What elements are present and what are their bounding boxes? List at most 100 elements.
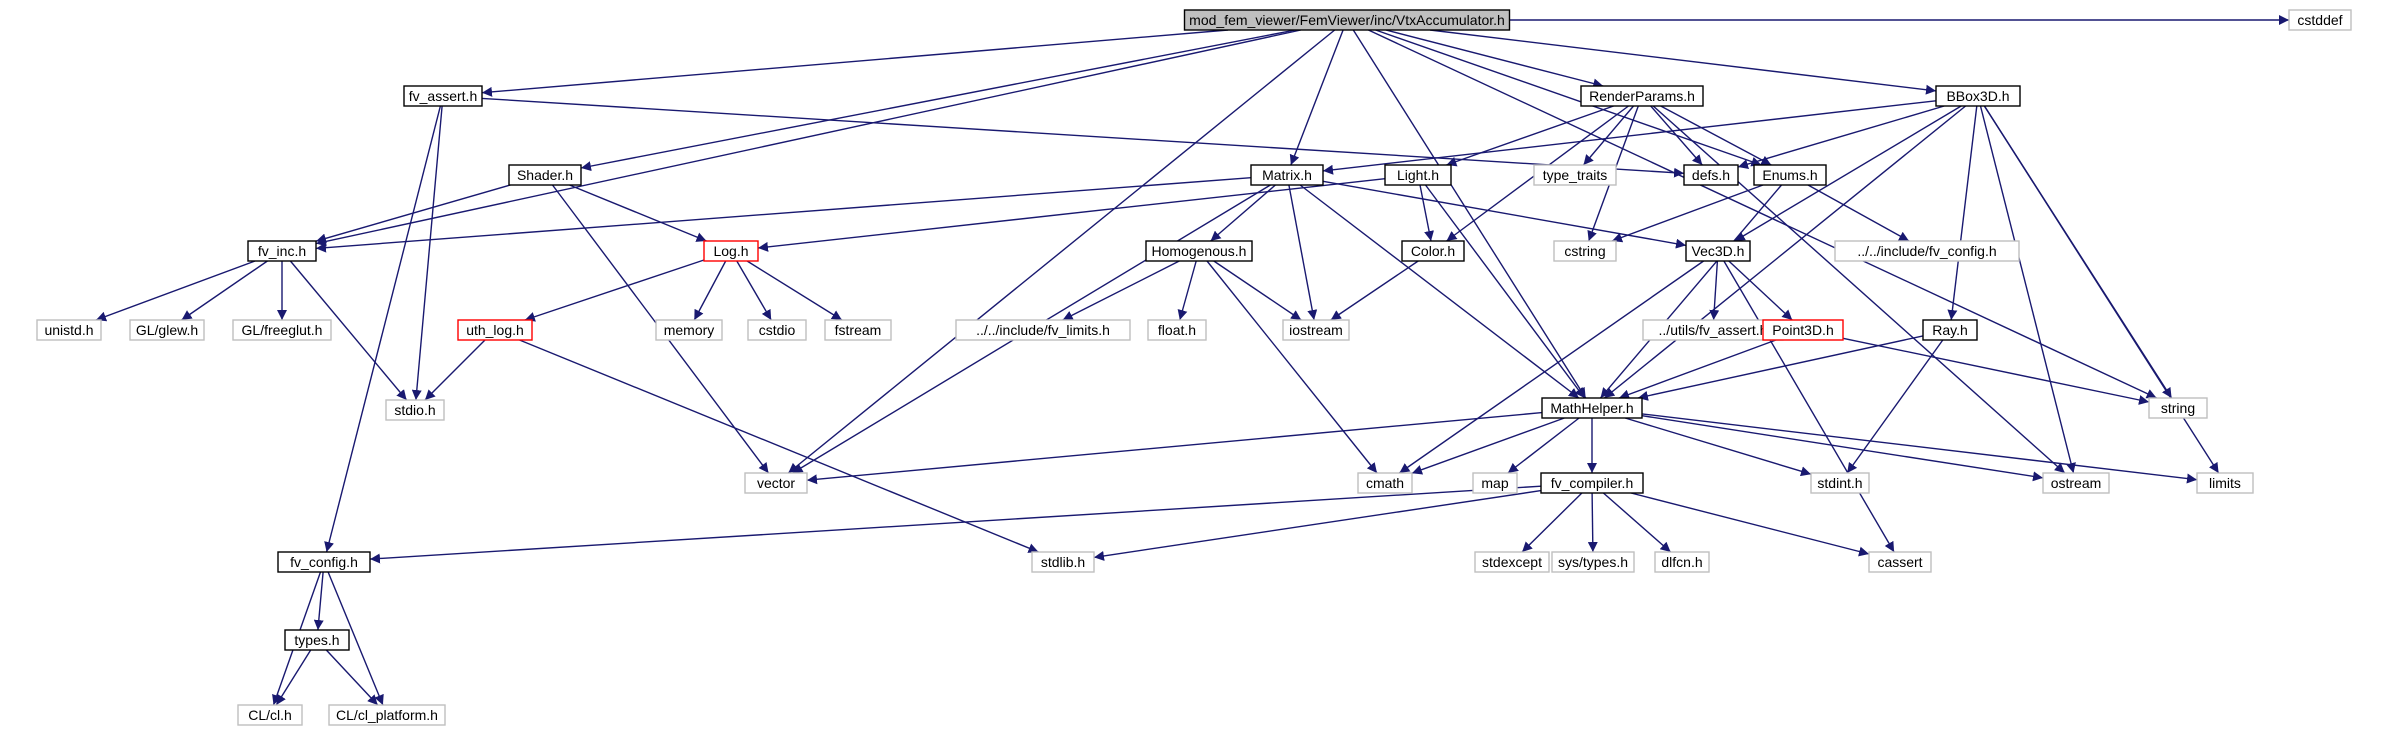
node-box [237,704,303,726]
edge-light-to-mathhelper [1424,184,1586,399]
edge-vec3d-to-utils_fv_assert [1709,260,1720,321]
node-shader[interactable]: Shader.h [508,164,582,186]
node-fv-limits: ../../include/fv_limits.h [955,319,1131,341]
node-label: defs.h [1692,167,1730,183]
node-label: stdint.h [1817,475,1862,491]
node-box [1384,164,1452,186]
node-label: Point3D.h [1772,322,1833,338]
node-mathhelper[interactable]: MathHelper.h [1541,397,1643,419]
node-box [1145,240,1253,262]
node-box [1551,551,1635,573]
edge-fv_assert-to-stdio [411,105,443,401]
edge-root-to-bbox3d [1429,29,1937,95]
node-root[interactable]: mod_fem_viewer/FemViewer/inc/VtxAccumula… [1183,9,1511,31]
node-box [1762,319,1844,341]
edge-ray-to-stdint [1846,339,1944,474]
node-defs[interactable]: defs.h [1683,164,1739,186]
node-box [1533,164,1617,186]
node-box [1553,240,1617,262]
edge-root-to-fv_assert [481,29,1229,97]
node-log[interactable]: Log.h [703,240,759,262]
node-matrix[interactable]: Matrix.h [1250,164,1324,186]
node-label: Shader.h [517,167,573,183]
node-ray[interactable]: Ray.h [1922,319,1978,341]
edge-log-to-cstdio [736,260,772,321]
node-box [1357,472,1413,494]
edge-renderparams-to-defs [1650,105,1703,166]
node-box [824,319,892,341]
node-box [1922,319,1978,341]
edge-matrix-to-iostream [1288,184,1318,321]
edge-root-to-shader [580,29,1296,172]
node-label: fv_compiler.h [1551,475,1633,491]
node-fv-assert[interactable]: fv_assert.h [403,85,483,107]
node-box [284,629,350,651]
node-color[interactable]: Color.h [1401,240,1465,262]
node-box [1401,240,1465,262]
node-utils-fv-assert: ../utils/fv_assert.h [1642,319,1784,341]
node-label: dlfcn.h [1661,554,1702,570]
node-uth-log[interactable]: uth_log.h [457,319,533,341]
node-light[interactable]: Light.h [1384,164,1452,186]
nodes-layer: mod_fem_viewer/FemViewer/inc/VtxAccumula… [36,9,2352,726]
node-label: ../../include/fv_limits.h [976,322,1110,338]
node-label: memory [664,322,715,338]
node-fv-compiler[interactable]: fv_compiler.h [1540,472,1644,494]
edge-fv_inc-to-unistd [95,260,256,322]
node-box [385,399,445,421]
node-point3d[interactable]: Point3D.h [1762,319,1844,341]
node-cl: CL/cl.h [237,704,303,726]
edge-log-to-memory [693,260,727,321]
node-fv-inc[interactable]: fv_inc.h [247,240,317,262]
node-box [1540,472,1644,494]
edge-fv_assert-to-defs [481,97,1685,178]
node-label: Color.h [1411,243,1455,259]
edge-homogenous-to-cmath [1206,260,1378,474]
node-box [2042,472,2110,494]
node-memory: memory [655,319,723,341]
node-label: ../../include/fv_config.h [1857,243,1996,259]
node-label: stdlib.h [1041,554,1085,570]
node-bbox3d[interactable]: BBox3D.h [1935,85,2021,107]
edges-layer [95,15,2289,706]
node-box [703,240,759,262]
node-label: fv_inc.h [258,243,306,259]
node-dlfcn: dlfcn.h [1654,551,1710,573]
edge-homogenous-to-fv_limits [1062,260,1180,321]
node-homogenous[interactable]: Homogenous.h [1145,240,1253,262]
node-box [1834,240,2020,262]
edge-vec3d-to-cassert [1723,260,1895,553]
node-vector: vector [744,472,808,494]
node-box [1580,85,1704,107]
node-box [744,472,808,494]
edge-bbox3d-to-ostream [1979,105,2076,474]
edge-shader-to-log [569,184,707,242]
edge-mathhelper-to-stdint [1624,417,1812,477]
node-label: fv_assert.h [409,88,477,104]
edge-log-to-uth_log [524,259,705,322]
node-stdexcept: stdexcept [1474,551,1550,573]
node-box [1810,472,1870,494]
edge-renderparams-to-type_traits [1582,105,1635,166]
node-vec3d[interactable]: Vec3D.h [1685,240,1751,262]
node-label: RenderParams.h [1589,88,1695,104]
node-label: MathHelper.h [1550,400,1633,416]
edge-fv_assert-to-fv_config [324,105,442,553]
node-float: float.h [1147,319,1207,341]
edge-root-to-string [1368,29,2157,399]
edge-root-to-matrix [1289,29,1344,166]
edge-homogenous-to-iostream [1213,260,1302,321]
node-label: CL/cl_platform.h [336,707,438,723]
node-fv-config[interactable]: fv_config.h [277,551,371,573]
node-types[interactable]: types.h [284,629,350,651]
node-enums[interactable]: Enums.h [1753,164,1827,186]
node-label: cassert [1877,554,1922,570]
node-label: fv_config.h [290,554,358,570]
node-label: type_traits [1543,167,1608,183]
node-limits: limits [2196,472,2254,494]
node-ostream: ostream [2042,472,2110,494]
node-cassert: cassert [1868,551,1932,573]
edge-matrix-to-mathhelper [1299,184,1580,399]
node-box [36,319,102,341]
node-renderparams[interactable]: RenderParams.h [1580,85,1704,107]
